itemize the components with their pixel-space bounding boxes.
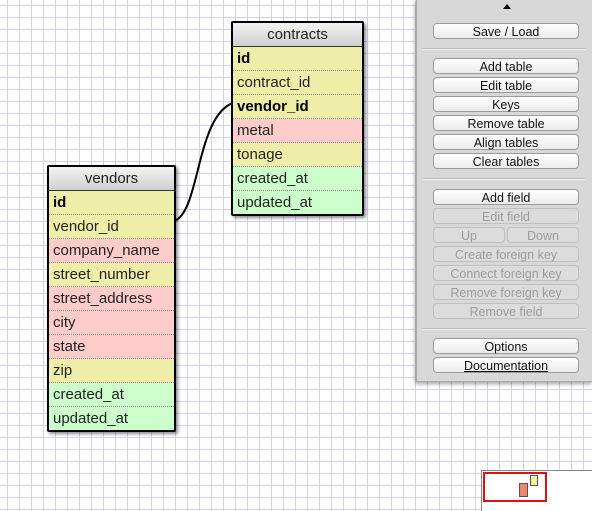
add-field-button[interactable]: Add field <box>433 189 579 205</box>
add-table-button[interactable]: Add table <box>433 58 579 74</box>
field-row[interactable]: id <box>49 191 174 215</box>
field-row[interactable]: created_at <box>233 167 362 191</box>
field-row[interactable]: state <box>49 335 174 359</box>
control-panel: Save / Load Add table Edit table Keys Re… <box>416 0 592 382</box>
align-tables-button[interactable]: Align tables <box>433 134 579 150</box>
minimap-table-contracts <box>530 475 538 486</box>
clear-tables-button[interactable]: Clear tables <box>433 153 579 169</box>
field-row[interactable]: tonage <box>233 143 362 167</box>
edit-table-button[interactable]: Edit table <box>433 77 579 93</box>
documentation-button[interactable]: Documentation <box>433 357 579 373</box>
field-row[interactable]: contract_id <box>233 71 362 95</box>
field-row[interactable]: metal <box>233 119 362 143</box>
remove-foreign-key-button[interactable]: Remove foreign key <box>433 284 579 300</box>
edit-field-button[interactable]: Edit field <box>433 208 579 224</box>
keys-button[interactable]: Keys <box>433 96 579 112</box>
minimap-viewport[interactable] <box>483 472 547 502</box>
table-title-vendors[interactable]: vendors <box>49 167 174 191</box>
field-row[interactable]: street_number <box>49 263 174 287</box>
minimap[interactable] <box>481 470 592 511</box>
field-row[interactable]: updated_at <box>49 407 174 430</box>
down-button[interactable]: Down <box>507 227 579 243</box>
up-button[interactable]: Up <box>433 227 505 243</box>
panel-divider <box>423 328 585 330</box>
create-foreign-key-button[interactable]: Create foreign key <box>433 246 579 262</box>
save-load-button[interactable]: Save / Load <box>433 23 579 39</box>
connect-foreign-key-button[interactable]: Connect foreign key <box>433 265 579 281</box>
field-row[interactable]: vendor_id <box>49 215 174 239</box>
field-row[interactable]: company_name <box>49 239 174 263</box>
panel-divider <box>423 178 585 180</box>
options-button[interactable]: Options <box>433 338 579 354</box>
field-row[interactable]: street_address <box>49 287 174 311</box>
collapse-arrow-icon[interactable] <box>503 4 511 9</box>
field-row[interactable]: zip <box>49 359 174 383</box>
table-title-contracts[interactable]: contracts <box>233 23 362 47</box>
field-row[interactable]: updated_at <box>233 191 362 214</box>
field-row[interactable]: id <box>233 47 362 71</box>
minimap-table-vendors <box>519 483 528 497</box>
field-row[interactable]: created_at <box>49 383 174 407</box>
panel-divider <box>423 48 585 50</box>
remove-field-button[interactable]: Remove field <box>433 303 579 319</box>
field-row[interactable]: city <box>49 311 174 335</box>
relation-line-vendor-id[interactable] <box>173 102 234 222</box>
remove-table-button[interactable]: Remove table <box>433 115 579 131</box>
field-row[interactable]: vendor_id <box>233 95 362 119</box>
